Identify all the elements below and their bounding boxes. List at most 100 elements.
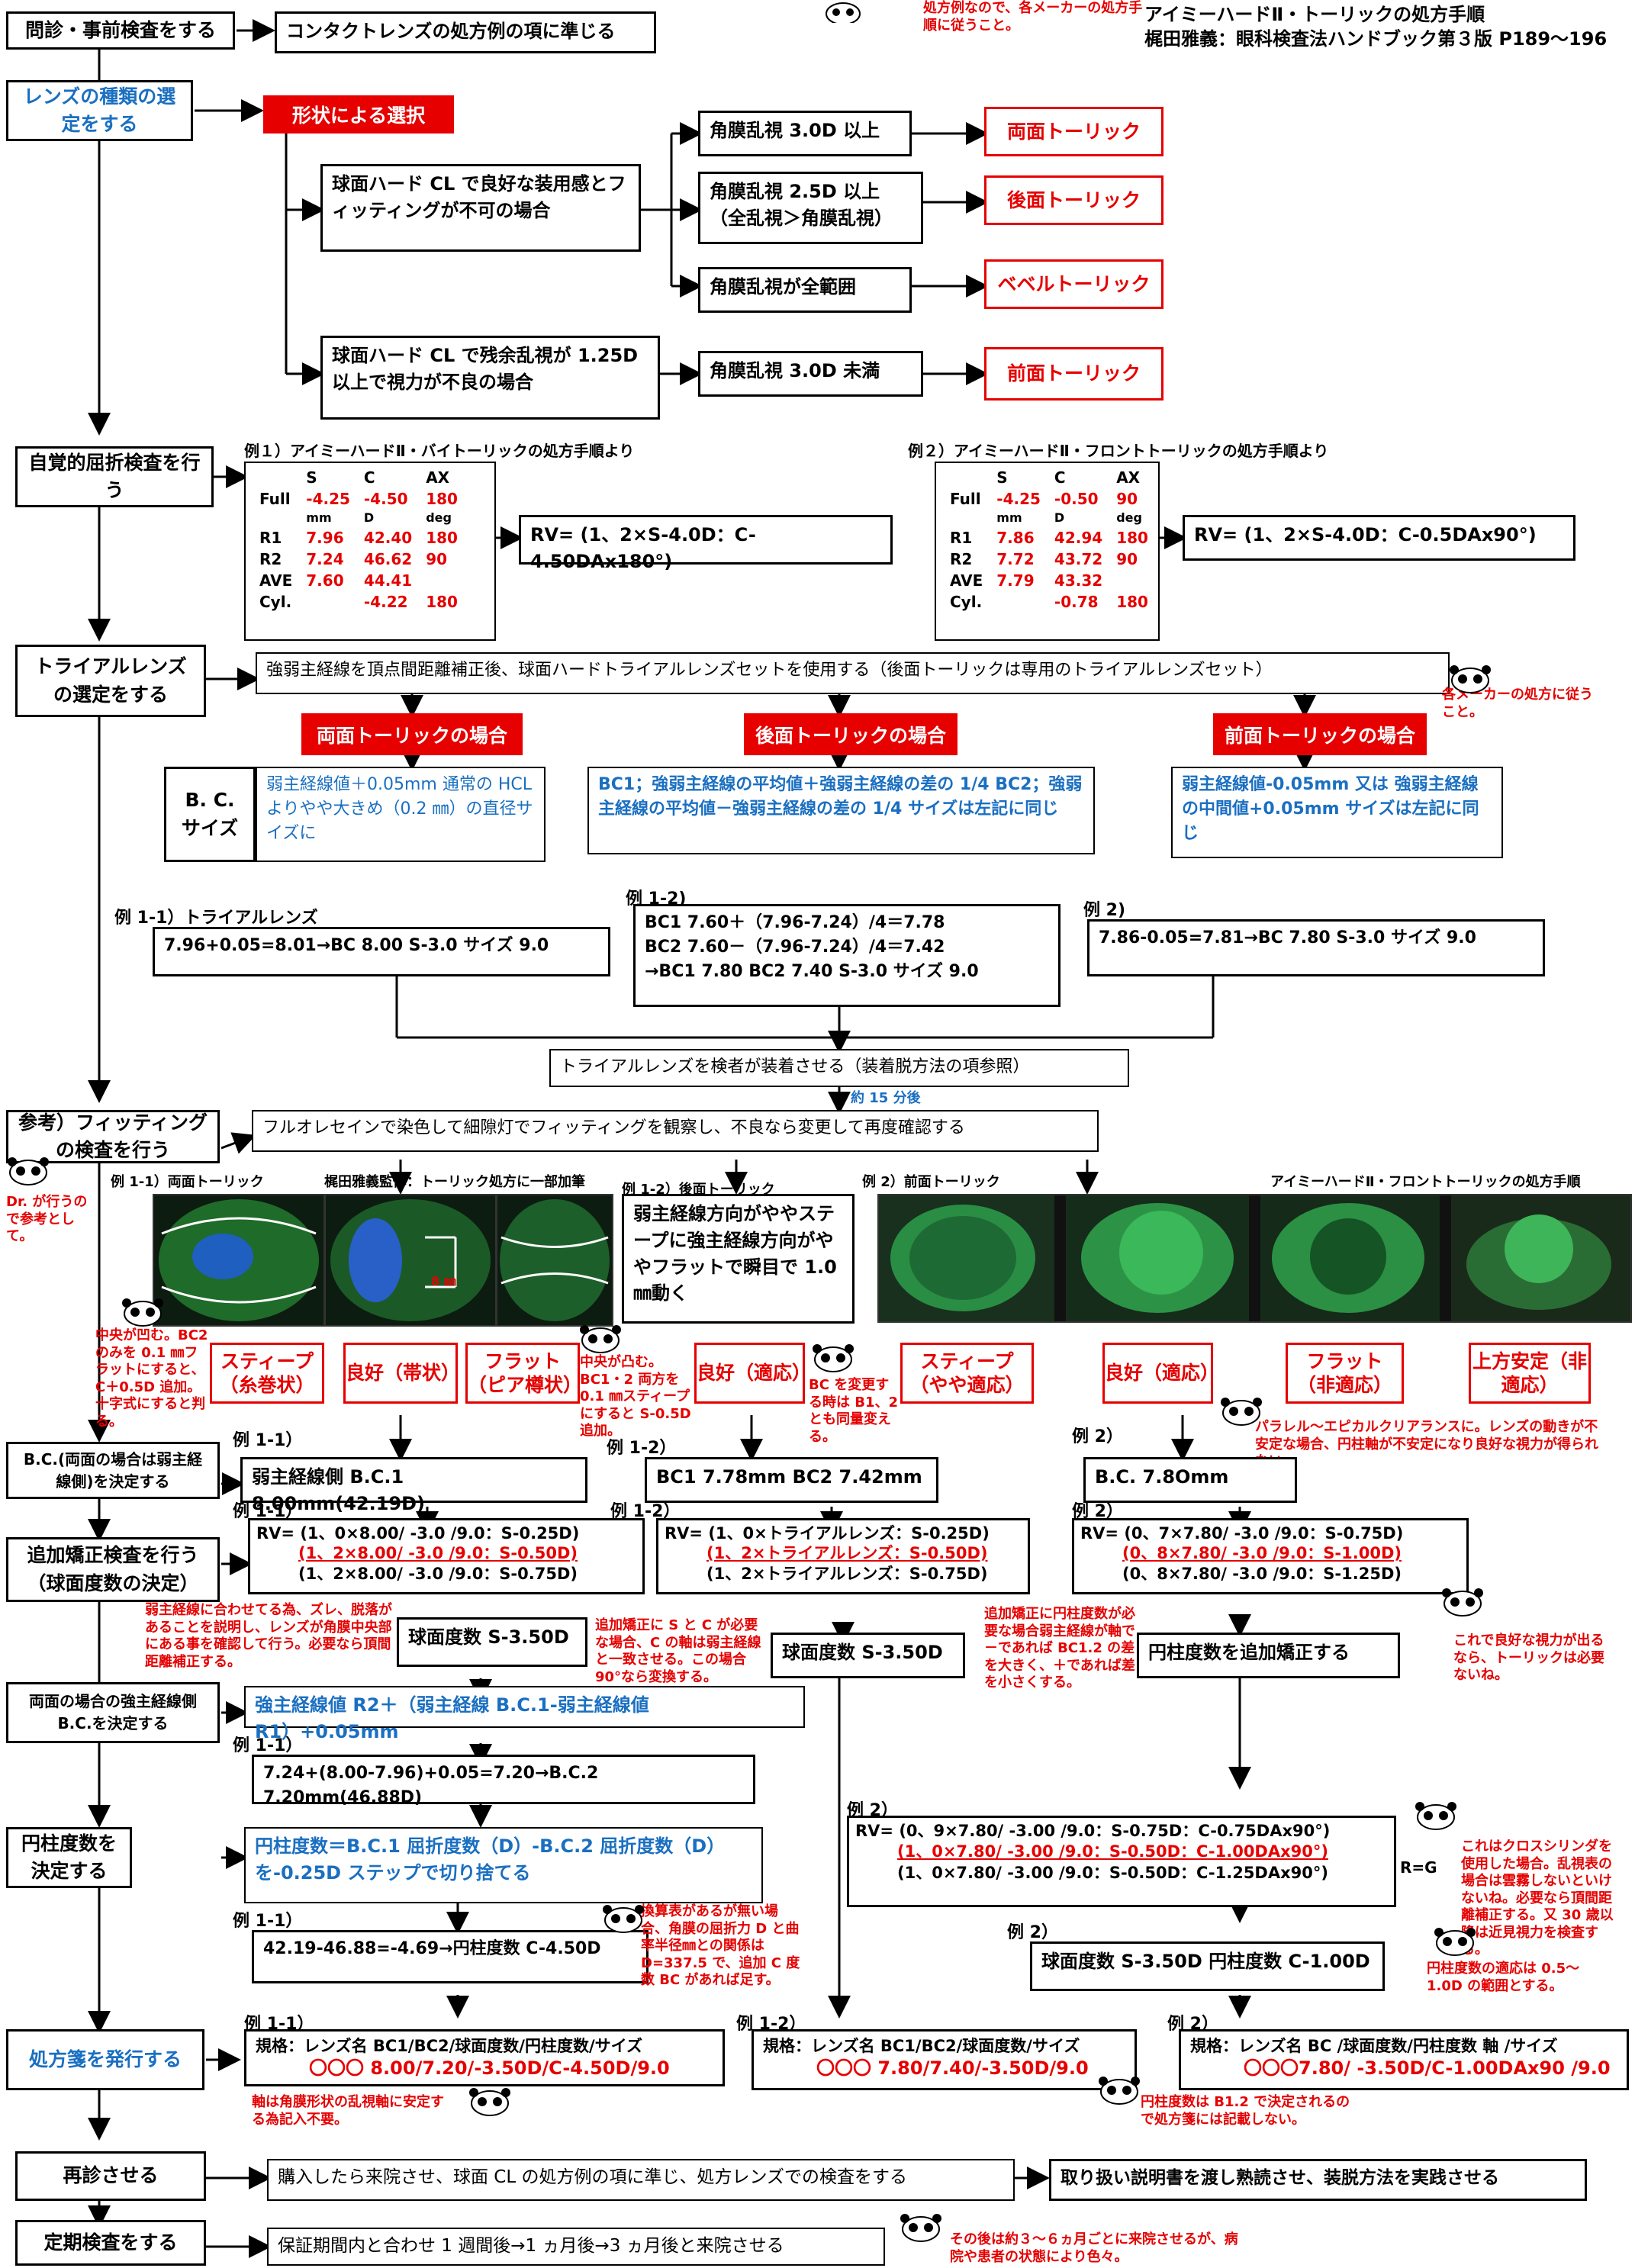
step-prescription: 処方箋を発行する [6,2029,204,2090]
fitting-instruction: フルオレセインで染色して細隙灯でフィッティングを観察し、不良なら変更して再度確認… [252,1110,1099,1152]
label-e2-result: 例 2） [1007,1923,1058,1942]
bc-size-label: B. C. サイズ [164,767,256,862]
measure-cell: C [363,468,375,487]
rv12-line1: RV= (1、0×トライアルレンズ：S-0.25D) [665,1524,990,1543]
bc-ex11: 弱主経線側 B.C.1 8.00mm(42.19D) [240,1457,587,1514]
note-center-concave: 中央が凹む。BC2 のみを 0.1 ㎜フラットにすると、C＋0.5D 追加。十字… [95,1327,208,1430]
measure-cell: AX [1116,468,1141,487]
ex12-line3: →BC1 7.80 BC2 7.40 S-3.0 サイズ 9.0 [645,961,979,981]
condition-box-a: 球面ハード CL で良好な装用感とフィッティングが不可の場合 [320,164,641,252]
measure-cell: 44.41 [363,571,413,590]
note-followup: その後は約３～６ヵ月ごとに来院させるが、病院や患者の状態により色々。 [950,2231,1238,2265]
measure-cell: S [306,468,317,487]
example2-rv: RV= (1、2×S-4.0D：C-0.5DAx90°) [1183,515,1575,561]
panda-icon [1450,664,1491,694]
measure-cell [420,571,464,590]
note-conversion: 換算表があるが無い場合、角膜の屈折力 D と曲率半径㎜との関係は D=337.5… [641,1903,800,1988]
label-e12-bc: 例 1-2） [607,1439,677,1458]
panda-icon [1442,1587,1483,1617]
example1-label: 例１）アイミーハードⅡ・バイトーリックの処方手順より [244,442,635,460]
measure-cell: 180 [426,528,458,547]
measure-cell [944,468,989,487]
ex12-line1: BC1 7.60＋（7.96-7.24）/4＝7.78 [645,913,945,932]
measure-cell: 90 [1116,549,1138,568]
example2-label: 例２）アイミーハードⅡ・フロントトーリックの処方手順より [908,442,1329,460]
fit-result-good: 良好（帯状） [343,1343,460,1404]
bc-ex2: B.C. 7.8Omm [1083,1457,1297,1503]
measure-cell: S [996,468,1008,487]
condition-box-b: 球面ハード CL で残余乱視が 1.25D 以上で視力が不良の場合 [320,336,660,420]
rv-ex11: RV= (1、0×8.00/ -3.0 /9.0：S-0.25D) (1、2×8… [248,1518,645,1594]
measure-cell: 7.86 [996,528,1035,547]
astig-25d-box: 角膜乱視 2.5D 以上（全乱視＞角膜乱視） [698,172,923,244]
measure-cell: 7.79 [996,571,1035,590]
step-trial-select: トライアルレンズの選定をする [15,645,206,717]
fit-result-flat: フラット（ピア樽状） [465,1343,582,1404]
bc-front-rule: 弱主経線値-0.05mm 又は 強弱主経線の中間値+0.05mm サイズは左記に… [1171,767,1503,858]
ex11-trial-calc: 7.96+0.05=8.01→BC 8.00 S-3.0 サイズ 9.0 [153,927,610,976]
rv2b-line2: (1、0×7.80/ -3.00 /9.0：S-0.50D：C-1.00DAx9… [897,1842,1328,1861]
label-e2-rv: 例 2） [1072,1502,1123,1521]
rg-mark: R=G [1400,1858,1437,1877]
measure-cell: 43.32 [1054,571,1103,590]
measure-cell: Cyl. [259,592,292,611]
ex2-trial-label: 例 2) [1083,901,1126,920]
note-axis: 軸は角膜形状の乱視軸に安定する為記入不要。 [252,2094,444,2128]
label-e2-bc: 例 2） [1072,1427,1123,1446]
rv2-line3: (0、8×7.80/ -3.0 /9.0：S-1.25D) [1122,1564,1402,1583]
measure-cell: 46.62 [363,549,413,568]
measure-cell: 7.72 [996,549,1035,568]
rv-ex2-cyl: RV= (0、9×7.80/ -3.00 /9.0：S-0.75D：C-0.75… [847,1816,1396,1907]
measure-cell: Full [259,490,291,508]
lens-bevel-toric: ベベルトーリック [984,259,1163,309]
measure-cell: R2 [950,549,973,568]
measure-cell: mm [306,510,332,525]
measure-cell: 7.24 [306,549,344,568]
measure-cell: 180 [1116,592,1148,611]
label-e11-cyl: 例 1-1） [233,1912,303,1931]
measure-cell [944,510,989,526]
step1-note-box: コンタクトレンズの処方例の項に準じる [275,11,656,53]
label-e11-strong: 例 1-1） [233,1736,303,1755]
wear-trial-lens: トライアルレンズを検者が装着させる（装着脱方法の項参照） [549,1049,1129,1087]
rv2b-line3: (1、0×7.80/ -3.00 /9.0：S-0.50D：C-1.25DAx9… [897,1863,1328,1882]
ex2-result: 球面度数 S-3.50D 円柱度数 C-1.00D [1030,1941,1385,1991]
measure-cell: D [1054,510,1065,525]
note-align: 弱主経線に合わせてる為、ズレ、脱落があることを説明し、レンズが角膜中央部にある事… [145,1602,392,1670]
note-parallel: パラレル～エピカルクリアランスに。レンズの動きが不安定な場合、円柱軸が不安定にな… [1255,1419,1598,1469]
rv11-line1: RV= (1、0×8.00/ -3.0 /9.0：S-0.25D) [256,1524,580,1543]
photo-label-12: 例 1-2）後面トーリック [622,1182,775,1198]
manual-instruction: 取り扱い説明書を渡し熟読させ、装脱方法を実践させる [1049,2159,1587,2201]
spec11-header: 規格：レンズ名 BC1/BC2/球面度数/円柱度数/サイズ [256,2037,642,2055]
measure-cell: AX [426,468,450,487]
measure-cell [253,468,298,487]
measure-cell: -4.25 [306,490,350,508]
photo-label-2b: アイミーハードⅡ・フロントトーリックの処方手順 [1270,1174,1581,1190]
fitting-photo-steep [153,1194,325,1327]
measure-cell: deg [426,510,452,525]
note-cross: これはクロスシリンダを使用した場合。乱視表の場合は雲霧しないといけないね。必要な… [1461,1839,1614,1958]
bc-ex12: BC1 7.78mm BC2 7.42mm [645,1457,938,1503]
spec2-header: 規格：レンズ名 BC /球面度数/円柱度数 軸 /サイズ [1190,2037,1558,2055]
spec11-value: 〇〇〇 8.00/7.20/-3.50D/C-4.50D/9.0 [309,2057,670,2080]
fitting-photo-good [324,1194,497,1327]
measure-cell: R1 [259,528,282,547]
measure-cell: Cyl. [950,592,983,611]
step-strong-bc: 両面の場合の強主経線側 B.C.を決定する [6,1682,220,1743]
note-center-convex: 中央が凸む。BC1・2 両方を 0.1 ㎜スティープにすると S-0.5D 追加… [580,1354,691,1439]
fitting-photo-front [877,1194,1632,1323]
bc-back-rule: BC1；強弱主経線の平均値＋強弱主経線の差の 1/4 BC2；強弱主経線の平均値… [587,767,1095,854]
photo-label-11: 例 1-1）両面トーリック [111,1174,264,1190]
spec-ex11: 規格：レンズ名 BC1/BC2/球面度数/円柱度数/サイズ 〇〇〇 8.00/7… [244,2029,725,2086]
ex2-trial-calc: 7.86-0.05=7.81→BC 7.80 S-3.0 サイズ 9.0 [1087,919,1545,976]
measure-cell: -4.25 [996,490,1041,508]
bc-both-rule: 弱主経線値＋0.05mm 通常の HCL よりやや大きめ（0.2 ㎜）の直径サイ… [256,767,546,862]
ex11-trial-label: 例 1-1）トライアルレンズ [114,909,318,928]
